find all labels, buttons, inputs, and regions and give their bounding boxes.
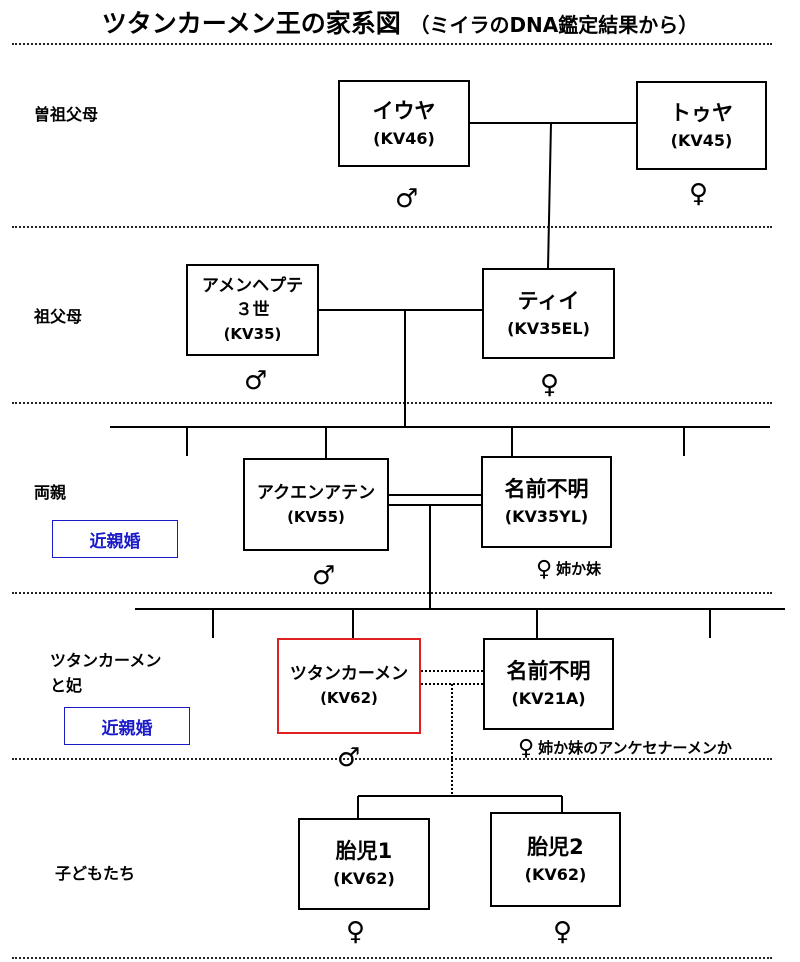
separator-line	[12, 402, 772, 404]
person-name: ティイ	[517, 288, 580, 313]
male-symbol: ♂	[395, 184, 419, 214]
generation-label-children: 子どもたち	[55, 864, 136, 883]
tomb-code: (KV62)	[333, 869, 395, 888]
separator-line	[12, 592, 772, 594]
tomb-code: (KV62)	[320, 689, 378, 707]
tomb-code: (KV35YL)	[504, 507, 589, 526]
person-box-tutankhamun: ツタンカーメン (KV62)	[277, 638, 421, 734]
title-sub: （ミイラのDNA鑑定結果から）	[409, 13, 699, 37]
female-symbol: ♀	[536, 557, 553, 582]
person-name: イウヤ	[372, 98, 436, 123]
person-name: 名前不明	[506, 659, 591, 683]
title-main: ツタンカーメン王の家系図	[101, 9, 401, 38]
female-symbol: ♀	[540, 370, 560, 400]
female-symbol: ♀	[346, 917, 366, 947]
person-name: アメンヘプテ	[201, 276, 304, 296]
person-name: アクエンアテン	[256, 482, 376, 503]
person-box-fetus-2: 胎児2 (KV62)	[490, 812, 621, 907]
person-box-amenhotep-iii: アメンヘプテ ３世 (KV35)	[186, 264, 319, 356]
female-symbol: ♀	[553, 917, 573, 947]
person-box-tuya: トゥヤ (KV45)	[636, 81, 767, 170]
male-symbol: ♂	[312, 561, 336, 591]
person-name-line2: ３世	[235, 300, 270, 320]
person-box-unknown-mother: 名前不明 (KV35YL)	[481, 456, 612, 548]
tomb-code: (KV62)	[524, 864, 587, 884]
generation-label-tutankhamun: ツタンカーメン と妃	[50, 648, 161, 698]
person-name: 胎児1	[335, 839, 393, 863]
person-box-yuya: イウヤ (KV46)	[338, 80, 470, 167]
person-box-fetus-1: 胎児1 (KV62)	[298, 818, 430, 910]
person-name: ツタンカーメン	[289, 664, 409, 684]
person-box-akhenaten: アクエンアテン (KV55)	[243, 458, 389, 551]
female-symbol: ♀	[518, 736, 535, 761]
tomb-code: (KV55)	[287, 507, 345, 526]
generation-label-great-grandparents: 曽祖父母	[34, 105, 99, 124]
generation-label-line: と妃	[50, 676, 83, 695]
female-symbol: ♀	[689, 179, 709, 209]
person-name: トゥヤ	[670, 100, 733, 125]
consanguineous-marriage-badge: 近親婚	[64, 707, 190, 745]
tomb-code: (KV46)	[373, 128, 435, 148]
tomb-code: (KV45)	[670, 130, 733, 150]
tomb-code: (KV35)	[223, 325, 282, 343]
relation-note-text: 姉か妹	[556, 560, 602, 578]
relation-note: ♀姉か妹のアンケセナーメンか	[518, 737, 732, 760]
generation-label-line: ツタンカーメン	[50, 651, 162, 670]
separator-line	[12, 957, 772, 959]
tomb-code: (KV21A)	[511, 689, 586, 708]
person-box-unknown-wife: 名前不明 (KV21A)	[483, 638, 614, 730]
person-box-tiye: ティイ (KV35EL)	[482, 268, 615, 359]
relation-note: ♀姉か妹	[536, 558, 601, 581]
relation-note-text: 姉か妹のアンケセナーメンか	[538, 739, 732, 757]
generation-label-parents: 両親	[34, 483, 67, 502]
consanguineous-marriage-badge: 近親婚	[52, 520, 178, 558]
separator-line	[12, 758, 772, 760]
generation-label-grandparents: 祖父母	[34, 307, 83, 326]
person-name: 胎児2	[527, 834, 584, 859]
male-symbol: ♂	[337, 743, 361, 773]
tomb-code: (KV35EL)	[507, 318, 590, 338]
page-title: ツタンカーメン王の家系図 （ミイラのDNA鑑定結果から）	[0, 4, 800, 40]
person-name: 名前不明	[504, 477, 589, 501]
separator-line	[12, 226, 772, 228]
male-symbol: ♂	[244, 366, 268, 396]
separator-line	[12, 43, 772, 45]
